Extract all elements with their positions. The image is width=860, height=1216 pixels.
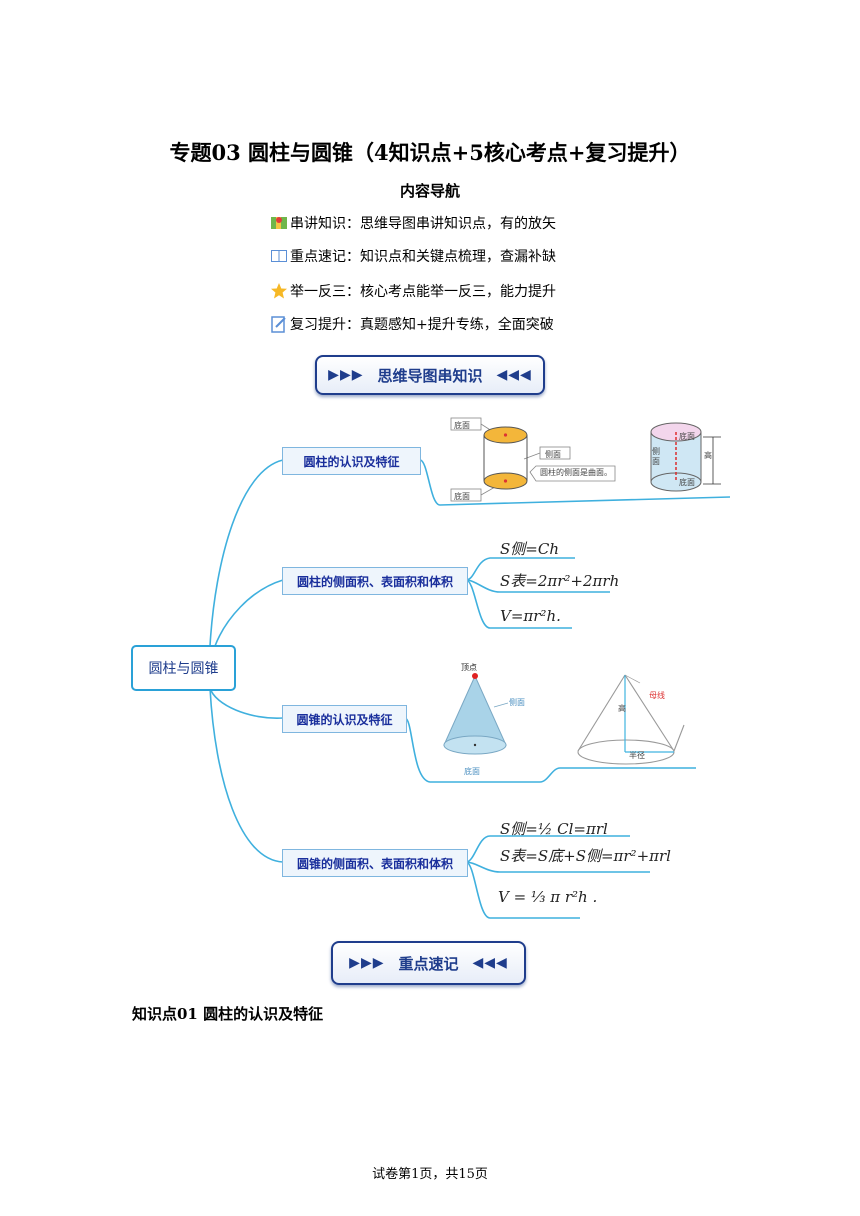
formula-cone-surface: S表=S底+S侧=πr²+πrl (500, 847, 671, 865)
nav-item-key-notes: 重点速记：知识点和关键点梳理，查漏补缺 (270, 246, 556, 266)
cone-height-diagram (577, 674, 685, 765)
nav-heading: 内容导航 (399, 182, 460, 200)
book-icon (270, 247, 288, 265)
cone-diagram (443, 673, 509, 755)
notepad-icon (270, 315, 288, 333)
cylinder-height-diagram (650, 422, 721, 492)
branch-cone-area-volume: 圆锥的侧面积、表面积和体积 (282, 849, 468, 877)
branch-cylinder-features: 圆柱的认识及特征 (282, 447, 421, 475)
section-heading: 知识点01 圆柱的认识及特征 (132, 1005, 324, 1023)
cylinder-diagram (450, 417, 616, 502)
nav-item-review-improve: 复习提升：真题感知+提升专练，全面突破 (270, 314, 554, 334)
nav-item-practice: 举一反三：核心考点能举一反三，能力提升 (270, 281, 556, 301)
mindmap-root: 圆柱与圆锥 (131, 645, 236, 691)
formula-cylinder-surface: S表=2πr²+2πrh (500, 572, 620, 590)
branch-cylinder-area-volume: 圆柱的侧面积、表面积和体积 (282, 567, 468, 595)
map-icon (270, 214, 288, 232)
mindmap-banner: ▶▶▶ 思维导图串知识 ◀◀◀ (315, 355, 545, 395)
branch-cone-features: 圆锥的认识及特征 (282, 705, 407, 733)
nav-item-review-knowledge: 串讲知识：思维导图串讲知识点，有的放矢 (270, 213, 556, 233)
page-title: 专题03 圆柱与圆锥（4知识点+5核心考点+复习提升） (169, 140, 691, 165)
keypoints-banner: ▶▶▶ 重点速记 ◀◀◀ (331, 941, 526, 985)
page-footer: 试卷第1页，共15页 (372, 1167, 488, 1182)
formula-cone-lateral: S侧=½ Cl=πrl (500, 820, 608, 838)
formula-cone-volume: V = ⅓ π r²h . (498, 888, 598, 906)
formula-cylinder-volume: V=πr²h. (500, 607, 561, 625)
formula-cylinder-lateral: S侧=Ch (500, 540, 559, 558)
star-icon (270, 282, 288, 300)
